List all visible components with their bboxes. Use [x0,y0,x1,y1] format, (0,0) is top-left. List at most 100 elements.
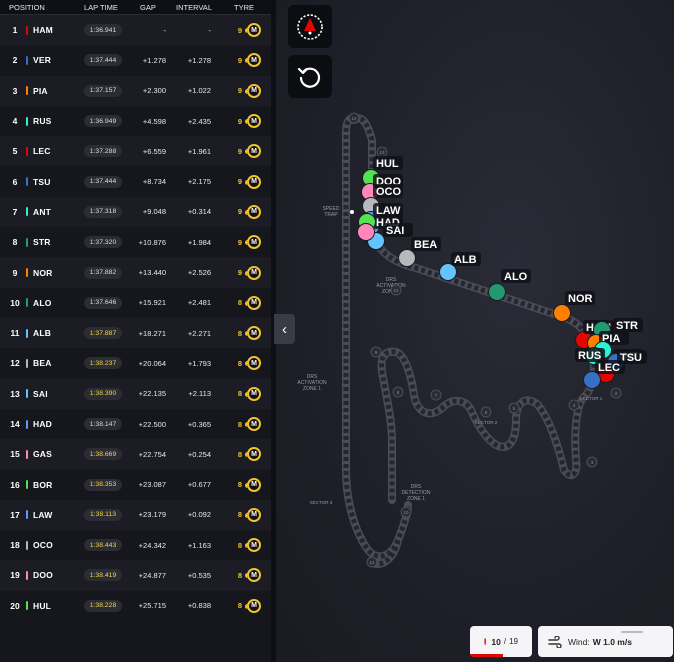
car-label: RUS [578,350,601,362]
weather-widget[interactable]: Wind: W 1.0 m/s [538,626,673,657]
lap-time-pill: 1:38.443 [84,539,122,552]
car-label-bg [599,331,629,345]
car-label: HUL [376,158,399,170]
drs-activation-zone-1-label: DRS [307,374,318,380]
car-marker-pia[interactable]: PIA [587,331,630,352]
gap-value: +23.087 [138,480,166,490]
car-marker-nor[interactable]: NOR [553,291,596,322]
interval-value: +2.175 [187,177,211,187]
position-number: 12 [10,358,20,369]
driver-code: HAM [33,25,53,36]
car-label-bg [595,360,625,374]
interval-value: +0.365 [187,419,211,429]
speed-trap-marker [350,210,354,214]
gap-value: +10.876 [138,237,166,247]
car-marker-alb[interactable]: ALB [439,252,482,281]
tyre-age: 9 [237,25,242,35]
gap-value: +25.715 [138,601,166,611]
car-dot [398,249,416,267]
wind-label: Wind: [568,636,590,647]
gap-value: +22.754 [138,449,166,459]
lap-time-pill: 1:37.320 [84,236,122,249]
header-gap: GAP [140,2,156,12]
tyre-compound-icon: M [245,447,261,462]
car-label-bg [501,269,531,283]
team-color-bar [26,177,28,187]
tyre-compound-icon: M [245,507,261,522]
lap-time-pill: 1:36.949 [84,115,122,128]
reset-rotation-button[interactable] [288,55,332,98]
tyre-compound-icon: M [245,356,261,371]
car-marker-lec[interactable]: LEC [595,360,625,383]
car-label: NOR [568,293,593,305]
tyre-compound-icon: M [245,386,261,401]
team-color-bar [26,25,28,35]
map-pointer-button[interactable] [288,5,332,48]
tyre-compound-icon: M [245,417,261,431]
position-number: 11 [10,328,20,339]
tyre-compound-icon: M [245,235,261,250]
car-label-bg [373,156,403,170]
lap-current: 10 [491,636,501,647]
car-marker-bea[interactable]: BEA [398,237,442,267]
chevron-left-icon: ‹ [282,320,287,338]
car-label: SAI [386,225,404,237]
position-number: 1 [12,25,18,36]
tyre-age: 8 [237,358,242,368]
tyre-age: 9 [237,86,242,96]
car-label: BEA [414,239,437,251]
turn-marker [430,389,442,401]
car-label: ALB [454,254,477,266]
driver-code: PIA [33,85,48,96]
turn-number: 11 [370,560,375,565]
car-marker-alo[interactable]: ALO [488,269,532,301]
tyre-age: 9 [237,237,242,247]
driver-code: SAI [33,388,48,399]
tyre-age: 8 [237,449,242,459]
weather-drag-handle[interactable] [621,631,643,633]
tyre-age: 8 [237,540,242,550]
gap-value: +24.877 [138,570,166,580]
interval-value: +2.271 [187,328,211,338]
lap-time-pill: 1:37.882 [84,266,122,279]
turn-marker [568,399,580,411]
header-lap-time: LAP TIME [84,2,118,12]
position-number: 6 [12,176,18,187]
car-marker-ver[interactable] [583,371,601,389]
lap-flag-icon: || [484,638,487,645]
sector-3-label: SECTOR 3 [310,500,333,505]
car-marker-rus[interactable]: RUS [575,347,605,365]
car-label-bg [617,350,647,364]
car-marker-oco[interactable]: OCO [362,184,404,215]
gap-value: +18.271 [138,328,166,338]
car-marker-gas[interactable] [357,223,375,241]
car-label: OCO [376,186,402,198]
collapse-panel-button[interactable]: ‹ [274,314,295,344]
driver-code: BEA [33,358,52,369]
team-color-bar [26,358,28,368]
tyre-age: 8 [237,298,242,308]
turn-marker [390,284,402,296]
team-color-bar [26,146,28,156]
